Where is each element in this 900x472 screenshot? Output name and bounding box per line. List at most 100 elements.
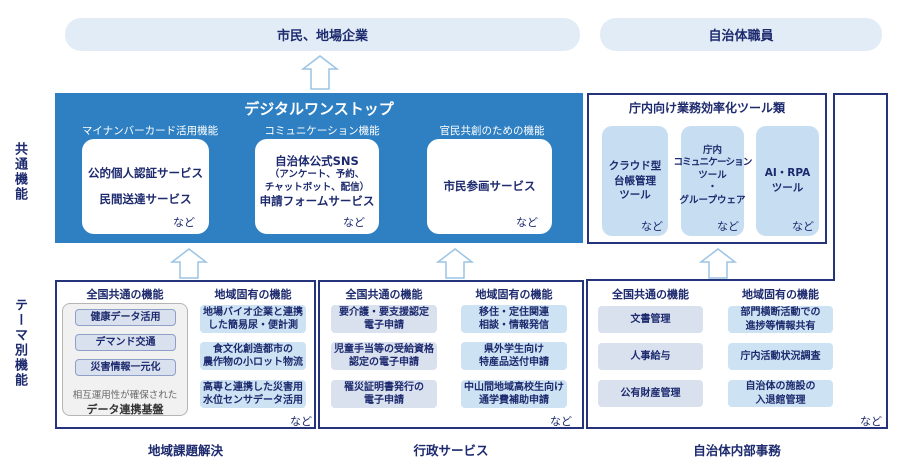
etc-label: など	[343, 216, 365, 230]
digital-onestop-panel: デジタルワンストップ マイナンバーカード活用機能 コミュニケーション機能 官民共…	[55, 93, 583, 243]
common-item: 公有財産管理	[598, 380, 703, 407]
local-item: 自治体の施設の入退館管理	[728, 380, 833, 407]
footer-admin: 行政サービス	[413, 443, 489, 458]
section-label: マイナンバーカード活用機能	[81, 125, 219, 137]
item-line: 中山間地域高校生向け	[464, 381, 564, 393]
staff-label: 自治体職員	[708, 29, 774, 44]
up-arrow-icon	[698, 248, 738, 279]
item-line: 認定の電子申請	[349, 357, 419, 368]
item-line: 水位センサデータ活用	[203, 395, 303, 406]
up-arrow-icon	[169, 248, 209, 279]
tool-line: 台帳管理	[614, 174, 656, 187]
common-header: 全国共通の機能	[612, 288, 689, 301]
admin-services-panel	[318, 280, 584, 429]
common-header: 全国共通の機能	[86, 288, 164, 301]
item-line: 電子申請	[364, 320, 404, 331]
tool-line: コミュニケーション	[673, 157, 752, 169]
local-item: 庁内活動状況調査	[728, 343, 833, 370]
common-item: 罹災証明書発行の電子申請	[331, 380, 437, 408]
co-creation-card: 市民参画サービス など	[427, 139, 552, 234]
common-item: デマンド交通	[75, 334, 176, 351]
local-item: 中山間地域高校生向け通学費補助申請	[461, 380, 567, 408]
section-label: 官民共創のための機能	[439, 125, 545, 137]
platform-title: データ連携基盤	[86, 403, 164, 416]
item-line: 県外学生向け	[484, 343, 544, 355]
up-arrow-icon	[300, 55, 340, 90]
tool-line: ツール	[771, 182, 804, 194]
etc-label: など	[717, 219, 739, 233]
service-name: 公的個人認証サービス	[88, 165, 203, 180]
item-line: 通学費補助申請	[479, 395, 549, 406]
item-line: 相談・情報発信	[479, 320, 549, 331]
onestop-title: デジタルワンストップ	[244, 100, 394, 118]
item-line: 要介護・要支援認定	[339, 306, 429, 318]
tool-card-groupware: 庁内コミュニケーションツール・グループウェア など	[673, 126, 752, 236]
tool-line: 庁内	[702, 145, 722, 157]
tool-line: ツール	[619, 189, 651, 202]
internal-tools-panel: 庁内向け業務効率化ツール類 クラウド型台帳管理ツール など 庁内コミュニケーショ…	[587, 93, 827, 244]
item-line: 入退館管理	[755, 394, 806, 406]
service-name: 申請フォームサービス	[259, 193, 375, 208]
etc-label: など	[641, 219, 663, 233]
item-line: 自治体の施設の	[745, 381, 816, 392]
item-line: 食文化創造都市の	[213, 343, 293, 355]
item-line: 罹災証明書発行の	[344, 381, 424, 393]
tool-line: AI・RPA	[764, 167, 811, 180]
section-label: コミュニケーション機能	[264, 125, 380, 137]
internal-affairs-frame	[586, 93, 888, 429]
etc-label: など	[860, 415, 882, 428]
tool-line: ツール	[698, 169, 727, 181]
etc-label: など	[516, 216, 538, 230]
item-line: 農作物の小ロット物流	[203, 357, 303, 368]
tool-card-ledger: クラウド型台帳管理ツール など	[602, 126, 668, 236]
etc-label: など	[550, 415, 572, 428]
local-item: 食文化創造都市の農作物の小ロット物流	[200, 342, 306, 370]
side-label-theme: テーマ別機能	[12, 298, 27, 388]
service-name: 自治体公式SNS	[275, 153, 359, 168]
tools-title: 庁内向け業務効率化ツール類	[628, 101, 785, 115]
side-label-common: 共通機能	[12, 142, 27, 202]
item-line: 部門横断活動での	[740, 307, 821, 318]
staff-pill: 自治体職員	[600, 18, 882, 51]
footer-regional: 地域課題解決	[147, 443, 223, 458]
common-item: 災害情報一元化	[75, 359, 176, 376]
item-line: 特産品送付申請	[479, 357, 549, 368]
common-item: 児童手当等の受給資格認定の電子申請	[331, 342, 437, 370]
item-line: 移住・定住関連	[479, 306, 549, 318]
service-name: 民間送達サービス	[99, 191, 192, 206]
common-item: 文書管理	[598, 306, 703, 333]
service-name: 市民参画サービス	[443, 178, 536, 193]
local-item: 高専と連携した災害用水位センサデータ活用	[200, 380, 306, 408]
etc-label: など	[290, 415, 312, 428]
common-item: 健康データ活用	[75, 309, 176, 326]
etc-label: など	[792, 219, 814, 233]
local-item: 部門横断活動での進捗等情報共有	[728, 306, 833, 333]
communication-card: 自治体公式SNS （アンケート、予約、 チャットボット、配信） 申請フォームサー…	[255, 139, 379, 234]
local-item: 県外学生向け特産品送付申請	[461, 342, 567, 370]
item-line: 高専と連携した災害用	[203, 381, 303, 393]
item-line: 児童手当等の受給資格	[334, 343, 434, 355]
common-item: 人事給与	[598, 343, 703, 370]
item-line: 進捗等情報共有	[745, 320, 816, 332]
service-note: （アンケート、予約、	[269, 169, 365, 181]
etc-label: など	[173, 216, 195, 230]
item-line: 電子申請	[364, 395, 404, 406]
platform-caption: 相互運用性が確保された	[72, 390, 178, 401]
item-line: 地場バイオ企業と連携	[203, 306, 303, 318]
tool-card-ai-rpa: AI・RPA ツール など	[756, 126, 819, 236]
local-header: 地域固有の機能	[214, 288, 292, 301]
item-line: した簡易尿・便計測	[208, 320, 298, 331]
citizens-label: 市民、地場企業	[276, 29, 368, 44]
tool-line: ・	[707, 182, 718, 194]
local-item: 地場バイオ企業と連携した簡易尿・便計測	[200, 305, 306, 333]
up-arrow-icon	[435, 248, 475, 279]
local-header: 地域固有の機能	[475, 288, 553, 301]
footer-internal: 自治体内部事務	[693, 443, 781, 458]
local-item: 移住・定住関連相談・情報発信	[461, 305, 567, 333]
tool-line: クラウド型	[608, 159, 662, 172]
common-item: 要介護・要支援認定電子申請	[331, 305, 437, 333]
mynumber-card: 公的個人認証サービス 民間送達サービス など	[82, 139, 209, 234]
citizens-pill: 市民、地場企業	[65, 18, 580, 51]
